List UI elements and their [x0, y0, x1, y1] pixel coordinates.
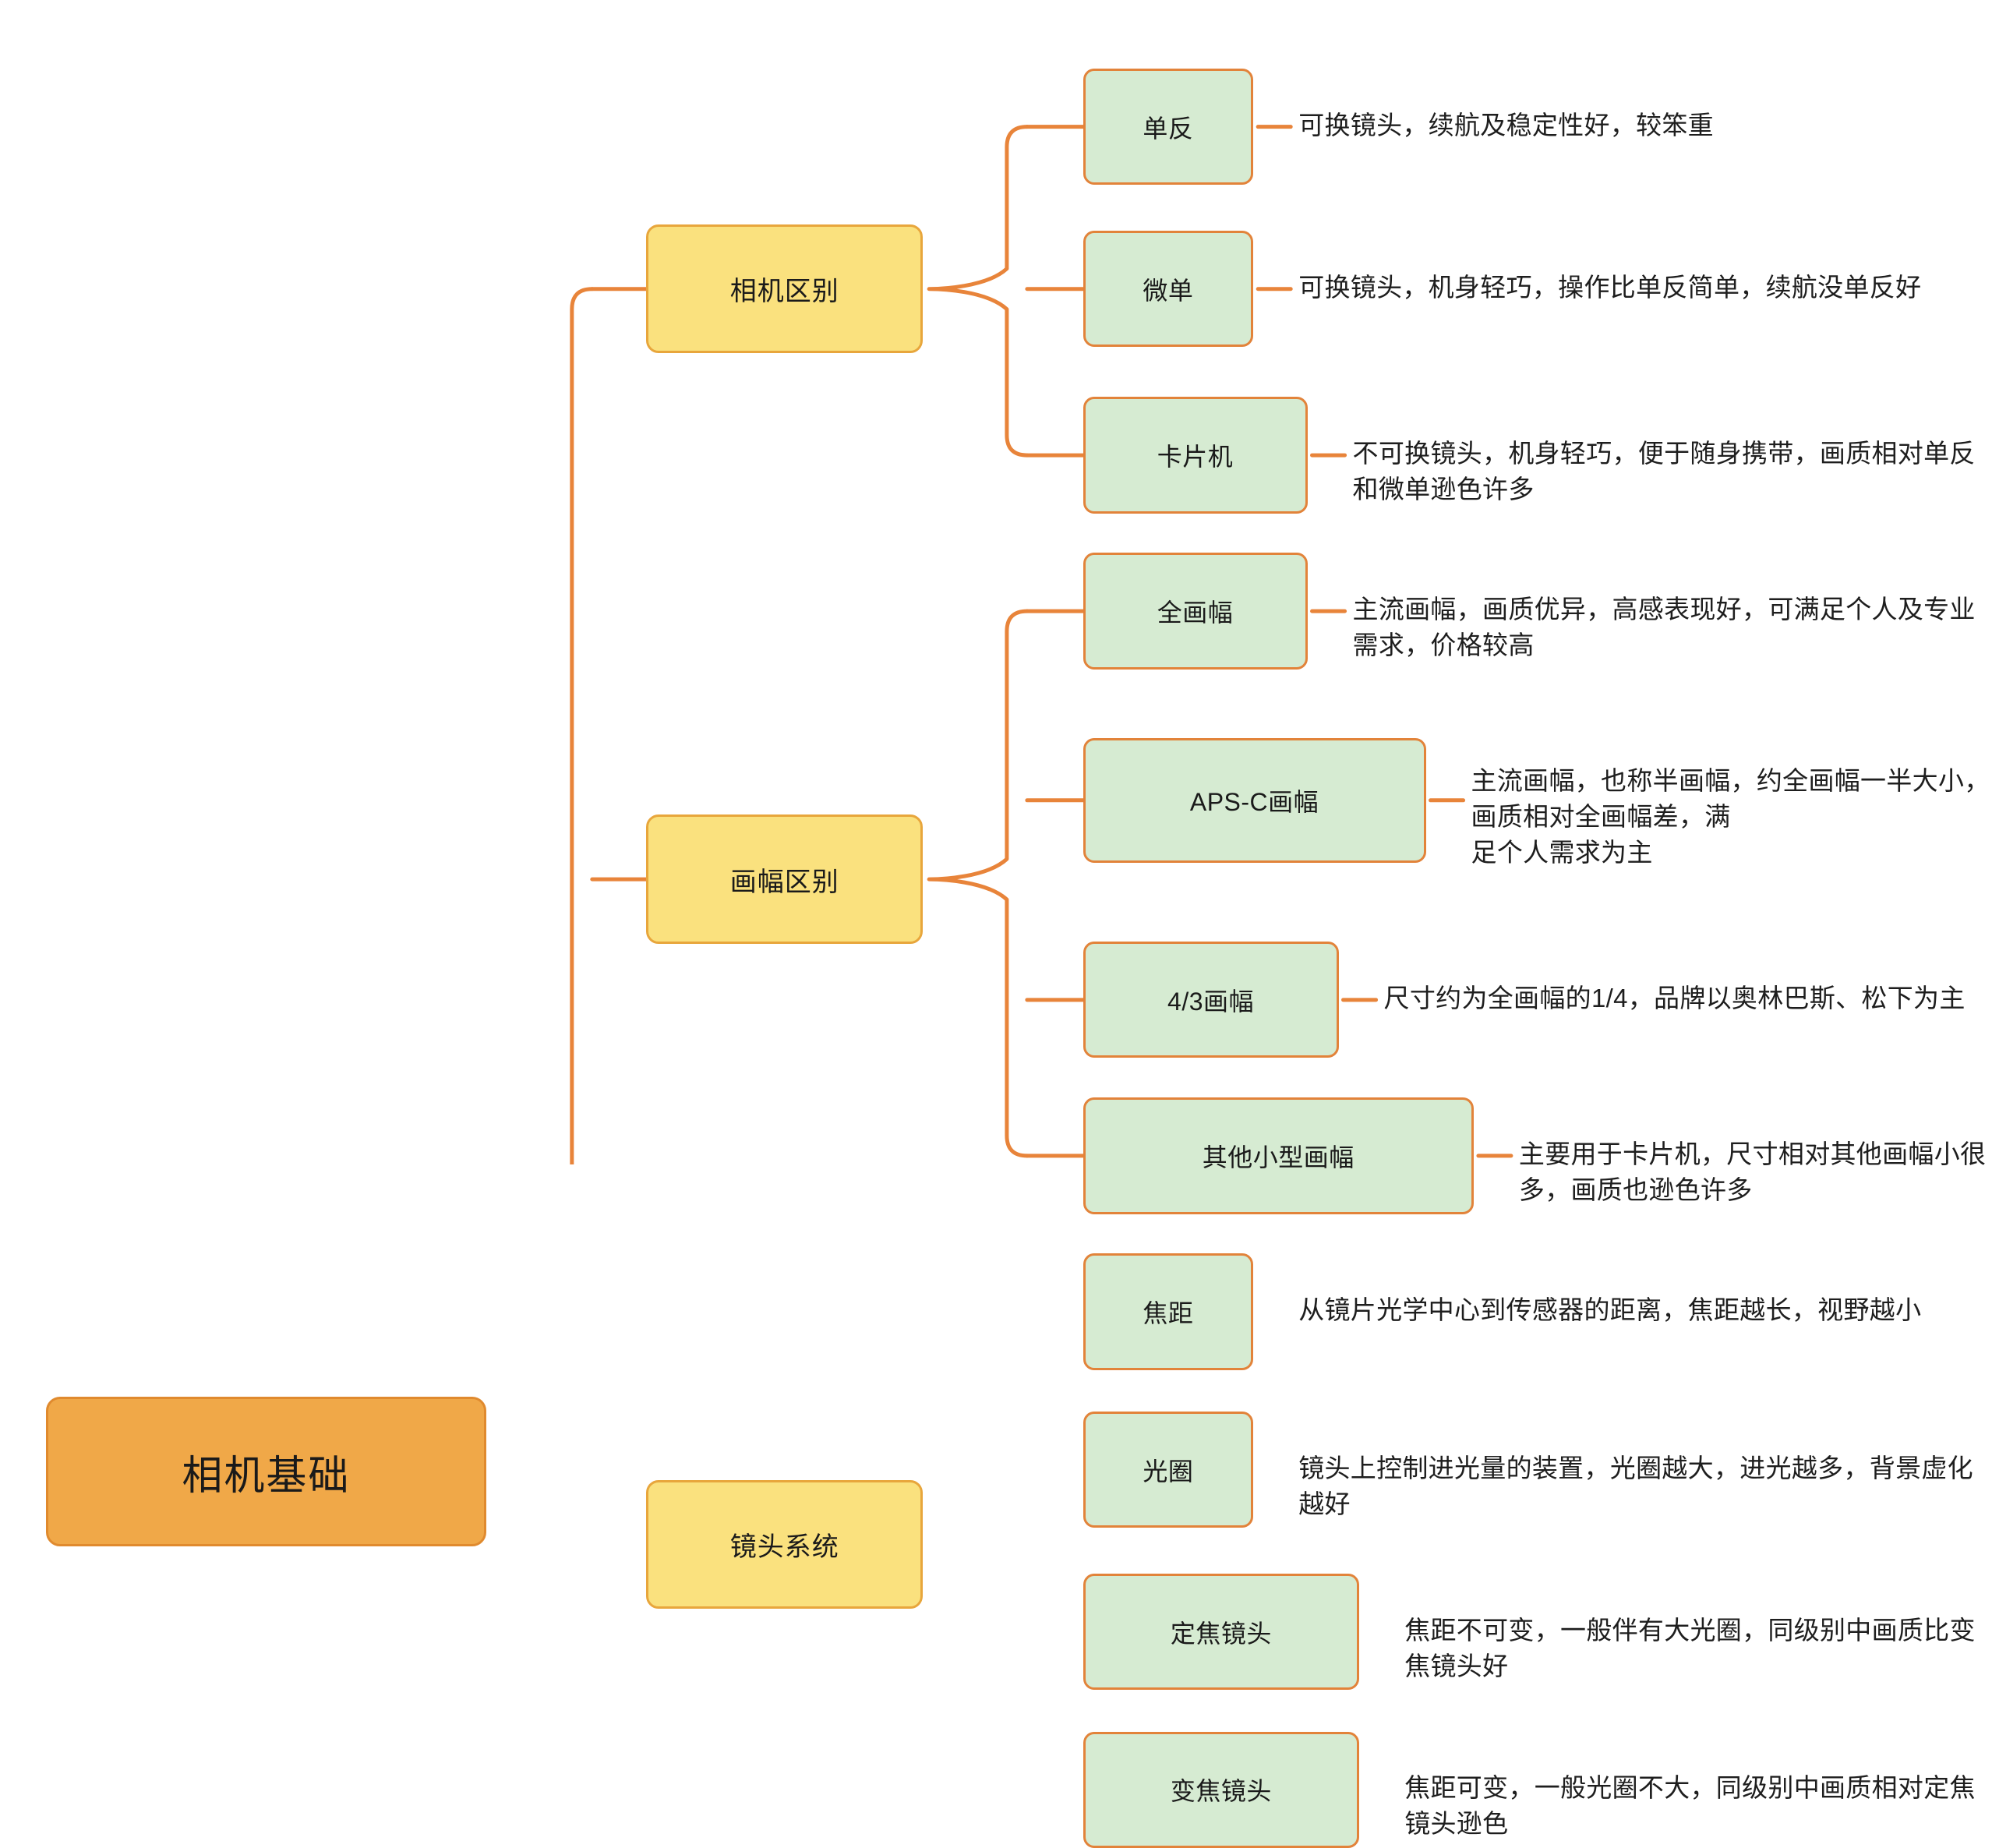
root-node-label: 相机基础 — [182, 1453, 351, 1499]
leaf-node-11-label: 变焦镜头 — [1170, 1777, 1272, 1806]
leaf-node-8[interactable]: 焦距 — [1083, 1253, 1254, 1370]
connector-path — [570, 287, 595, 1164]
leaf-node-6[interactable]: 4/3画幅 — [1083, 942, 1339, 1058]
leaf-node-4-label: 全画幅 — [1157, 599, 1234, 627]
leaf-description-2: 可换镜头，机身轻巧，操作比单反简单，续航没单反好 — [1298, 272, 1922, 302]
leaf-node-2[interactable]: 微单 — [1083, 231, 1254, 348]
leaf-node-2-label: 微单 — [1143, 276, 1194, 305]
connector-path — [927, 609, 1030, 1158]
leaf-node-7-label: 其他小型画幅 — [1202, 1143, 1354, 1171]
leaf-node-4[interactable]: 全画幅 — [1083, 553, 1308, 670]
leaf-node-8-label: 焦距 — [1143, 1299, 1194, 1327]
branch-node-1[interactable]: 相机区别 — [646, 224, 924, 354]
root-node[interactable]: 相机基础 — [45, 1397, 487, 1547]
connector-path — [927, 125, 1030, 458]
leaf-node-7[interactable]: 其他小型画幅 — [1083, 1097, 1474, 1214]
branch-node-3-label: 镜头系统 — [729, 1532, 839, 1563]
leaf-node-5-label: APS-C画幅 — [1189, 787, 1319, 816]
branch-node-1-label: 相机区别 — [729, 277, 839, 307]
leaf-description-10: 焦距不可变，一般伴有大光圈，同级别中画质比变焦镜头好 — [1404, 1615, 1976, 1680]
leaf-description-4: 主流画幅，画质优异，高感表现好，可满足个人及专业需求，价格较高 — [1352, 595, 1976, 660]
branch-node-3[interactable]: 镜头系统 — [646, 1479, 924, 1609]
leaf-node-10[interactable]: 定焦镜头 — [1083, 1573, 1360, 1691]
leaf-description-9: 镜头上控制进光量的装置，光圈越大，进光越多，背景虚化越好 — [1298, 1453, 1973, 1518]
leaf-description-8: 从镜片光学中心到传感器的距离，焦距越长，视野越小 — [1298, 1295, 1922, 1324]
leaf-description-5: 主流画幅，也称半画幅，约全画幅一半大小，画质相对全画幅差，满 足个人需求为主 — [1471, 765, 1990, 867]
leaf-node-6-label: 4/3画幅 — [1167, 987, 1255, 1016]
leaf-node-9-label: 光圈 — [1143, 1457, 1194, 1486]
leaf-node-11[interactable]: 变焦镜头 — [1083, 1731, 1360, 1848]
leaf-description-1: 可换镜头，续航及稳定性好，较笨重 — [1298, 110, 1714, 140]
mindmap-canvas: 相机基础 相机区别画幅区别镜头系统 单反 可换镜头，续航及稳定性好，较笨重微单 可换镜头… — [45, 69, 1990, 1848]
leaf-node-5[interactable]: APS-C画幅 — [1083, 737, 1426, 863]
leaf-node-3-label: 卡片机 — [1157, 443, 1234, 472]
leaf-description-3: 不可换镜头，机身轻巧，便于随身携带，画质相对单反和微单逊色许多 — [1352, 439, 1976, 504]
leaf-description-11: 焦距可变，一般光圈不大，同级别中画质相对定焦镜头逊色 — [1404, 1773, 1976, 1839]
leaf-node-1[interactable]: 单反 — [1083, 69, 1254, 186]
leaf-node-3[interactable]: 卡片机 — [1083, 397, 1308, 514]
branch-node-2[interactable]: 画幅区别 — [646, 814, 924, 944]
leaf-description-7: 主要用于卡片机，尺寸相对其他画幅小很多，画质也逊色许多 — [1518, 1139, 1987, 1204]
leaf-node-9[interactable]: 光圈 — [1083, 1411, 1254, 1528]
leaf-node-1-label: 单反 — [1143, 114, 1194, 143]
leaf-node-10-label: 定焦镜头 — [1170, 1619, 1272, 1648]
leaf-description-6: 尺寸约为全画幅的1/4，品牌以奥林巴斯、松下为主 — [1383, 983, 1966, 1012]
branch-node-2-label: 画幅区别 — [729, 867, 839, 897]
